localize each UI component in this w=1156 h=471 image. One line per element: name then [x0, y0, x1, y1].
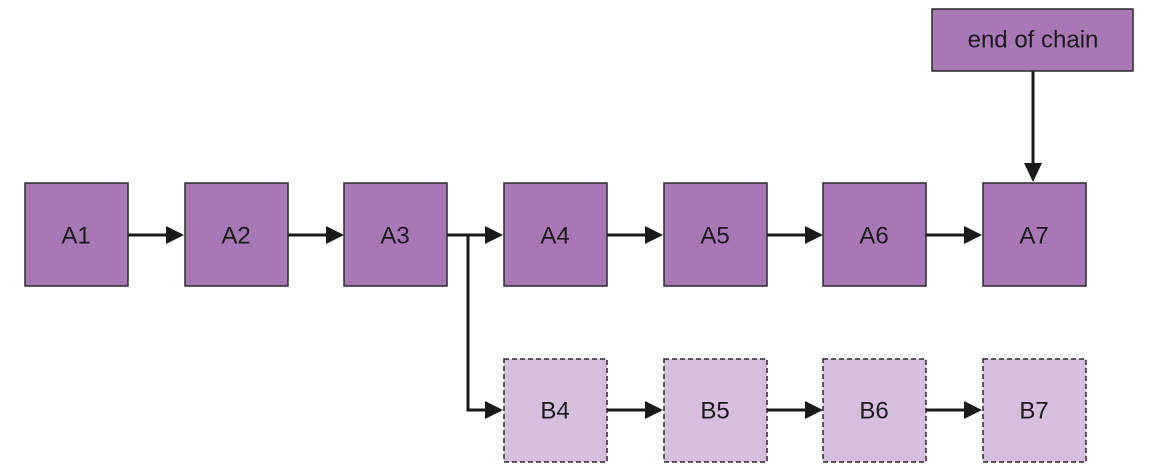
arrowhead-a3	[326, 226, 344, 244]
node-label-b4: B4	[540, 398, 569, 425]
node-a5: A5	[663, 182, 768, 287]
node-b7: B7	[982, 358, 1087, 463]
arrowhead-a6	[805, 226, 823, 244]
arrowhead-a4	[485, 226, 503, 244]
node-label-a3: A3	[380, 223, 409, 250]
node-a3: A3	[343, 182, 448, 287]
node-a4: A4	[503, 182, 608, 287]
node-b6: B6	[822, 358, 927, 463]
node-a2: A2	[184, 182, 289, 287]
edges	[128, 71, 1042, 419]
node-label-a5: A5	[700, 223, 729, 250]
arrowhead-b5	[645, 401, 663, 419]
node-label-a1: A1	[61, 223, 90, 250]
node-label-end-of-chain: end of chain	[968, 27, 1099, 54]
node-a1: A1	[24, 182, 129, 287]
arrowhead-a7	[964, 226, 982, 244]
node-label-b6: B6	[859, 398, 888, 425]
node-label-a2: A2	[221, 223, 250, 250]
node-b5: B5	[663, 358, 768, 463]
node-end-of-chain: end of chain	[931, 8, 1134, 72]
node-label-a4: A4	[540, 223, 569, 250]
arrowhead-b7	[964, 401, 982, 419]
node-b4: B4	[503, 358, 608, 463]
node-label-b5: B5	[700, 398, 729, 425]
arrowhead-a2	[166, 226, 184, 244]
node-a7: A7	[982, 182, 1087, 287]
arrowhead-a5	[645, 226, 663, 244]
edge-a3-b4	[466, 235, 487, 412]
node-a6: A6	[822, 182, 927, 287]
arrowhead-a7-top	[1024, 163, 1042, 182]
node-label-b7: B7	[1019, 398, 1048, 425]
nodes: end of chain A1 A2 A3 A4 A5 A6 A7	[24, 8, 1134, 463]
arrowhead-b6	[805, 401, 823, 419]
arrowhead-b4	[485, 401, 503, 419]
node-label-a6: A6	[859, 223, 888, 250]
node-label-a7: A7	[1019, 223, 1048, 250]
